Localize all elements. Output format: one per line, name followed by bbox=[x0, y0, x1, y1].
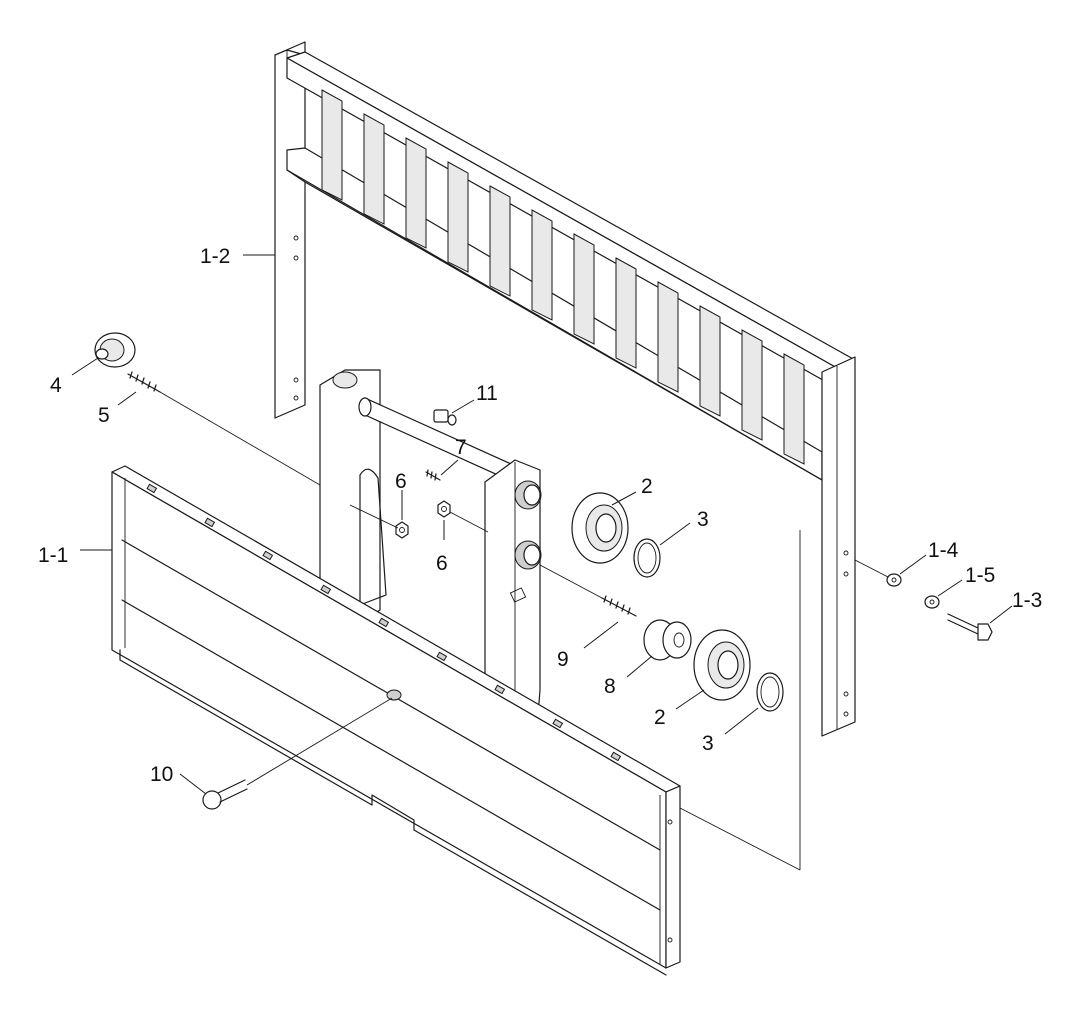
spring-5 bbox=[127, 371, 161, 393]
label-3-upper: 3 bbox=[697, 508, 709, 531]
label-8: 8 bbox=[604, 675, 616, 698]
washer-1-4 bbox=[886, 573, 902, 587]
spring-7 bbox=[425, 469, 441, 481]
label-3-lower: 3 bbox=[702, 732, 714, 755]
nut-6-left bbox=[395, 521, 409, 539]
plug-11 bbox=[433, 409, 457, 426]
label-10: 10 bbox=[150, 763, 173, 786]
leader-lines bbox=[71, 254, 1013, 795]
spacer-8 bbox=[643, 619, 692, 661]
label-1-3: 1-3 bbox=[1012, 589, 1042, 612]
cap-screw-10 bbox=[202, 779, 248, 810]
spring-9 bbox=[601, 595, 637, 617]
carriage-top-notches bbox=[146, 483, 622, 762]
backrest-slats bbox=[321, 89, 805, 465]
label-5: 5 bbox=[98, 404, 110, 427]
bolt-1-3 bbox=[947, 613, 993, 641]
assembly-lines bbox=[159, 391, 889, 871]
label-1-1: 1-1 bbox=[38, 544, 68, 567]
label-9: 9 bbox=[557, 648, 569, 671]
snap-ring-3-lower bbox=[756, 672, 784, 712]
label-6-right: 6 bbox=[436, 552, 448, 575]
nut-6-right bbox=[437, 500, 451, 518]
label-2-lower: 2 bbox=[654, 706, 666, 729]
label-2-upper: 2 bbox=[641, 475, 653, 498]
roller-bearing-2-lower bbox=[693, 629, 751, 701]
label-7: 7 bbox=[455, 436, 467, 459]
label-11: 11 bbox=[476, 382, 498, 405]
snap-ring-3-upper bbox=[633, 538, 661, 578]
label-1-4: 1-4 bbox=[928, 539, 959, 562]
roller-bearing-2-upper bbox=[571, 492, 629, 564]
label-1-2: 1-2 bbox=[200, 245, 230, 268]
load-backrest bbox=[274, 41, 856, 737]
side-roller-4 bbox=[94, 332, 136, 368]
callout-labels: 1-2 1-1 4 5 11 7 6 6 2 3 9 8 2 3 1-4 1-5… bbox=[38, 245, 1042, 786]
label-4: 4 bbox=[50, 374, 62, 397]
washer-1-5 bbox=[924, 595, 940, 609]
label-6-left: 6 bbox=[395, 470, 407, 493]
label-1-5: 1-5 bbox=[965, 564, 995, 587]
fork-carriage bbox=[111, 465, 681, 976]
